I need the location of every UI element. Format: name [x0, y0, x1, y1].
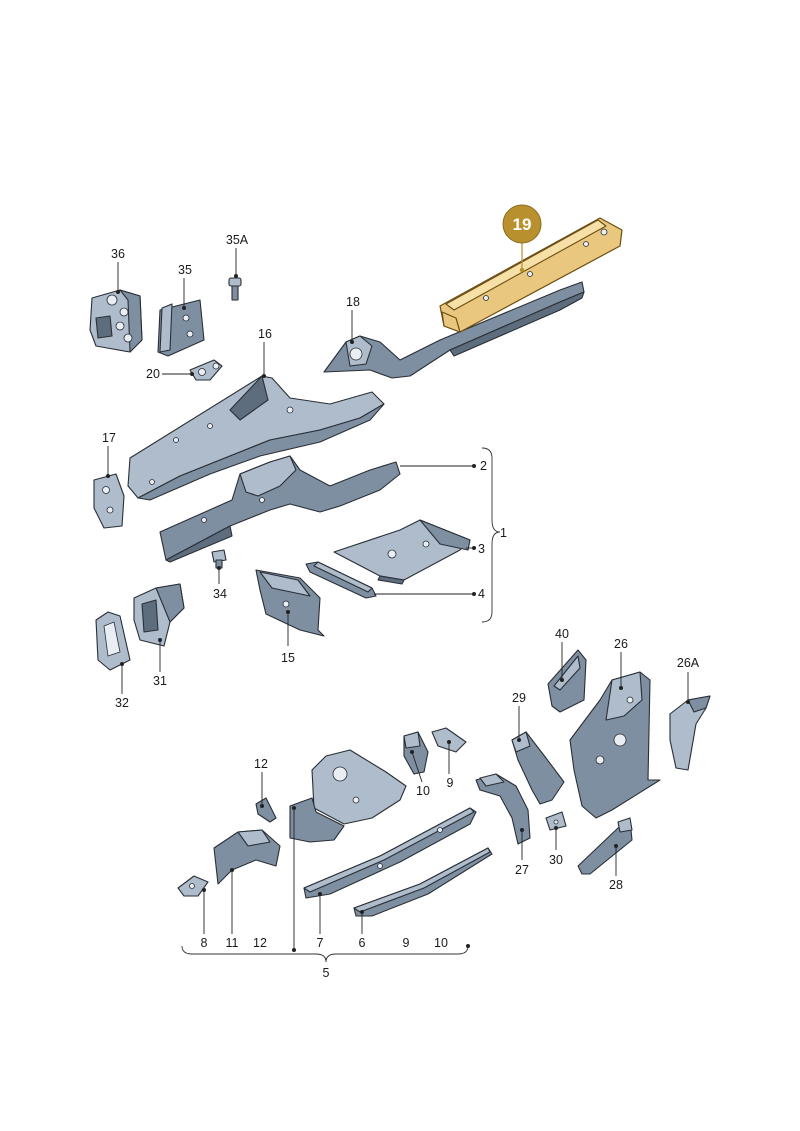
- part-11[interactable]: [213, 829, 281, 885]
- part-32[interactable]: [95, 611, 131, 671]
- callout-labels: 36 35 35A 20 16 18 19 17 2 1 3 4 34 15 3…: [102, 204, 700, 980]
- part-29[interactable]: [511, 731, 565, 805]
- part-20[interactable]: [189, 359, 223, 381]
- part-26a[interactable]: [669, 695, 711, 771]
- part-40[interactable]: [547, 649, 587, 713]
- callout-2: 2: [480, 459, 487, 473]
- callout-7: 7: [317, 936, 324, 950]
- callout-27: 27: [515, 863, 529, 877]
- callout-9-lower: 9: [403, 936, 410, 950]
- callout-15: 15: [281, 651, 295, 665]
- part-5-wheelhouse[interactable]: [289, 749, 407, 843]
- callout-29: 29: [512, 691, 526, 705]
- part-3[interactable]: [333, 519, 471, 585]
- callout-12-lower: 12: [253, 936, 267, 950]
- callout-8: 8: [201, 936, 208, 950]
- callout-6: 6: [359, 936, 366, 950]
- callout-32: 32: [115, 696, 129, 710]
- callout-18: 18: [346, 295, 360, 309]
- callout-19-badge[interactable]: [502, 204, 542, 244]
- part-27[interactable]: [475, 773, 531, 845]
- part-2[interactable]: [159, 455, 401, 563]
- part-10-upper[interactable]: [403, 731, 429, 775]
- callout-12-upper: 12: [254, 757, 268, 771]
- part-4[interactable]: [305, 561, 377, 599]
- callout-28: 28: [609, 878, 623, 892]
- callout-34: 34: [213, 587, 227, 601]
- part-34-clip[interactable]: [211, 549, 227, 569]
- group-brace-1: [481, 447, 501, 623]
- callout-10-lower: 10: [434, 936, 448, 950]
- part-19-highlighted[interactable]: [439, 217, 623, 333]
- part-15[interactable]: [255, 569, 325, 637]
- part-7[interactable]: [303, 807, 477, 899]
- callout-1: 1: [500, 526, 507, 540]
- callout-16: 16: [258, 327, 272, 341]
- callout-3: 3: [478, 542, 485, 556]
- callout-26a: 26A: [677, 656, 700, 670]
- callout-10-upper: 10: [416, 784, 430, 798]
- part-12-upper[interactable]: [255, 797, 277, 823]
- leader-lines: [106, 240, 690, 952]
- part-35[interactable]: [157, 299, 205, 357]
- group-brace-5: [181, 944, 470, 963]
- callout-11: 11: [226, 936, 239, 950]
- callout-35: 35: [178, 263, 192, 277]
- callout-5: 5: [323, 966, 330, 980]
- callout-40: 40: [555, 627, 569, 641]
- callout-35a: 35A: [226, 233, 249, 247]
- part-35a-bolt[interactable]: [228, 277, 242, 301]
- part-30[interactable]: [545, 811, 567, 831]
- callout-36: 36: [111, 247, 125, 261]
- callout-9-upper: 9: [447, 776, 454, 790]
- callout-19: 19: [513, 215, 532, 234]
- callout-17: 17: [102, 431, 116, 445]
- callout-20: 20: [146, 367, 160, 381]
- part-31[interactable]: [133, 583, 185, 647]
- callout-26: 26: [614, 637, 628, 651]
- part-28[interactable]: [577, 817, 633, 875]
- callout-4: 4: [478, 587, 485, 601]
- callout-30: 30: [549, 853, 563, 867]
- part-8[interactable]: [177, 875, 209, 897]
- callout-31: 31: [153, 674, 167, 688]
- part-17[interactable]: [93, 473, 125, 529]
- part-26[interactable]: [569, 671, 661, 819]
- part-16[interactable]: [127, 375, 385, 501]
- part-36[interactable]: [89, 289, 143, 353]
